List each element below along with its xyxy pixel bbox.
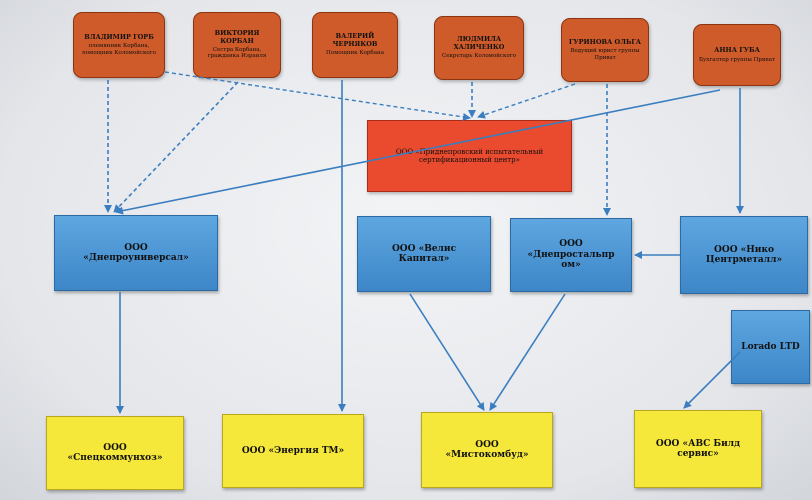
- person-name: ГУРИНОВА ОЛЬГА: [568, 37, 642, 46]
- edge-lorado-abc: [683, 351, 741, 409]
- person-box-chernyakov: ВАЛЕРИЙ ЧЕРНЯКОВ Помощник Корбана: [312, 12, 398, 78]
- company-line1: ООО «Велис: [391, 243, 457, 254]
- company-line2: Капитал»: [398, 254, 450, 264]
- person-role: Сестра Корбана, гражданка Израиля: [207, 47, 267, 60]
- firm-line1: ООО: [103, 442, 127, 453]
- person-name: ВАЛЕРИЙ ЧЕРНЯКОВ: [332, 32, 378, 48]
- firm-box-energiya-tm: ООО «Энергия ТМ»: [222, 414, 364, 488]
- edge-velis-mistokombud: [409, 293, 485, 411]
- firm-line2: сервис»: [677, 449, 719, 459]
- firm-line2: «Мистокомбуд»: [445, 450, 529, 460]
- edge-gorb-center: [164, 71, 471, 121]
- firm-line1: ООО «Энергия ТМ»: [241, 445, 345, 456]
- person-name: ВЛАДИМИР ГОРБ: [84, 32, 154, 41]
- company-line1: ООО «Нико: [714, 244, 774, 255]
- company-line1: Lorado LTD: [741, 341, 800, 352]
- company-line2: Центрметалл»: [705, 255, 783, 265]
- person-role: Помощник Корбана: [326, 50, 384, 57]
- center-line1: ООО «Приднепровский испытательный: [395, 147, 544, 156]
- firm-box-speckommunhoz: ООО «Спецкоммунхоз»: [46, 416, 184, 490]
- person-box-khalichenko: ЛЮДМИЛА ХАЛИЧЕНКО Секретарь Коломойского: [434, 16, 524, 80]
- center-certification-box: ООО «Приднепровский испытательный сертиф…: [367, 120, 572, 192]
- person-role: племянник Корбана, помощник Коломойского: [82, 43, 156, 56]
- edge-dneprostalprom-mistokombud: [489, 293, 566, 411]
- person-name: ЛЮДМИЛА ХАЛИЧЕНКО: [453, 35, 505, 51]
- person-box-guba: АННА ГУБА Бухгалтер группы Приват: [693, 24, 781, 86]
- person-box-korban: ВИКТОРИЯ КОРБАН Сестра Корбана, гражданк…: [193, 12, 281, 78]
- center-line2: сертификационный центр»: [419, 156, 520, 164]
- company-box-niko-centrmetall: ООО «Нико Центрметалл»: [680, 216, 808, 294]
- person-box-gorb: ВЛАДИМИР ГОРБ племянник Корбана, помощни…: [73, 12, 165, 78]
- company-line2: «Днепростальпр ом»: [527, 249, 615, 271]
- firm-line1: ООО «АВС Билд: [655, 438, 741, 449]
- person-role: Секретарь Коломойского: [442, 53, 516, 60]
- company-box-lorado-ltd: Lorado LTD: [731, 310, 810, 384]
- firm-line1: ООО: [475, 439, 499, 450]
- company-line2: «Днепроуниверсал»: [83, 253, 189, 263]
- company-box-dneprouniversal: ООО «Днепроуниверсал»: [54, 215, 218, 291]
- person-role: Ведущий юрист группы Приват: [570, 48, 640, 61]
- edge-korban-dneprouniversal: [113, 81, 239, 213]
- edge-guba-dneprouniversal: [115, 89, 721, 215]
- company-line1: ООО: [559, 239, 583, 250]
- firm-box-abc-build-servis: ООО «АВС Билд сервис»: [634, 410, 762, 488]
- person-name: АННА ГУБА: [714, 46, 760, 55]
- company-box-velis-kapital: ООО «Велис Капитал»: [357, 216, 491, 292]
- company-line1: ООО: [124, 242, 148, 253]
- firm-box-mistokombud: ООО «Мистокомбуд»: [421, 412, 553, 488]
- edge-gurinova-center: [477, 83, 576, 119]
- company-box-dneprostalprom: ООО «Днепростальпр ом»: [510, 218, 632, 292]
- person-name: ВИКТОРИЯ КОРБАН: [214, 29, 260, 45]
- firm-line2: «Спецкоммунхоз»: [67, 453, 163, 463]
- person-role: Бухгалтер группы Приват: [698, 56, 776, 63]
- person-box-gurinova: ГУРИНОВА ОЛЬГА Ведущий юрист группы Прив…: [561, 18, 649, 82]
